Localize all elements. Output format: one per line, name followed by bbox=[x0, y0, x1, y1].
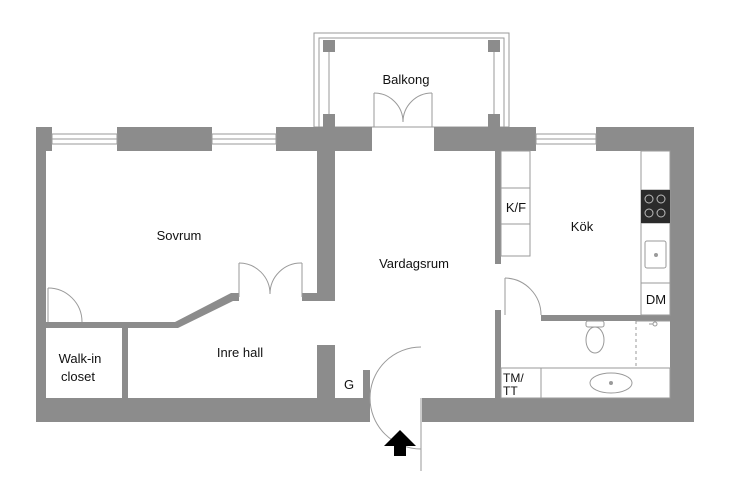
closet-door bbox=[47, 287, 83, 323]
interior-walls bbox=[46, 151, 670, 398]
room-label-closet: closet bbox=[61, 369, 95, 384]
balcony-post bbox=[488, 114, 500, 128]
label-tm: TM/ bbox=[503, 371, 524, 385]
bathroom-door bbox=[504, 277, 542, 316]
fridge-freezer bbox=[500, 150, 531, 257]
entrance-door bbox=[369, 346, 422, 471]
angled-hall-wall bbox=[128, 293, 239, 328]
room-label-walk-in: Walk-in bbox=[59, 351, 102, 366]
exterior-walls bbox=[36, 127, 694, 422]
bathroom-fixtures bbox=[500, 320, 671, 399]
room-label-sovrum: Sovrum bbox=[157, 228, 202, 243]
label-kf: K/F bbox=[506, 200, 526, 215]
room-label-vardagsrum: Vardagsrum bbox=[379, 256, 449, 271]
toilet-icon bbox=[585, 320, 605, 354]
room-label-inre-hall: Inre hall bbox=[217, 345, 263, 360]
balcony-post bbox=[323, 114, 335, 128]
shower-head-icon bbox=[649, 321, 658, 327]
balcony-post bbox=[323, 40, 335, 52]
balcony bbox=[313, 32, 510, 128]
label-dm: DM bbox=[646, 292, 666, 307]
bedroom-door bbox=[238, 262, 303, 297]
entrance-arrow-icon bbox=[384, 430, 416, 456]
doors bbox=[47, 92, 542, 471]
stove-icon bbox=[641, 190, 670, 223]
windows bbox=[51, 133, 597, 145]
label-tt: TT bbox=[503, 384, 518, 398]
room-label-kok: Kök bbox=[571, 219, 594, 234]
balcony-post bbox=[488, 40, 500, 52]
balcony-door bbox=[373, 92, 433, 127]
kitchen-sink-icon bbox=[644, 240, 667, 269]
room-label-balkong: Balkong bbox=[383, 72, 430, 87]
label-g: G bbox=[344, 377, 354, 392]
washbasin-icon bbox=[589, 372, 633, 394]
